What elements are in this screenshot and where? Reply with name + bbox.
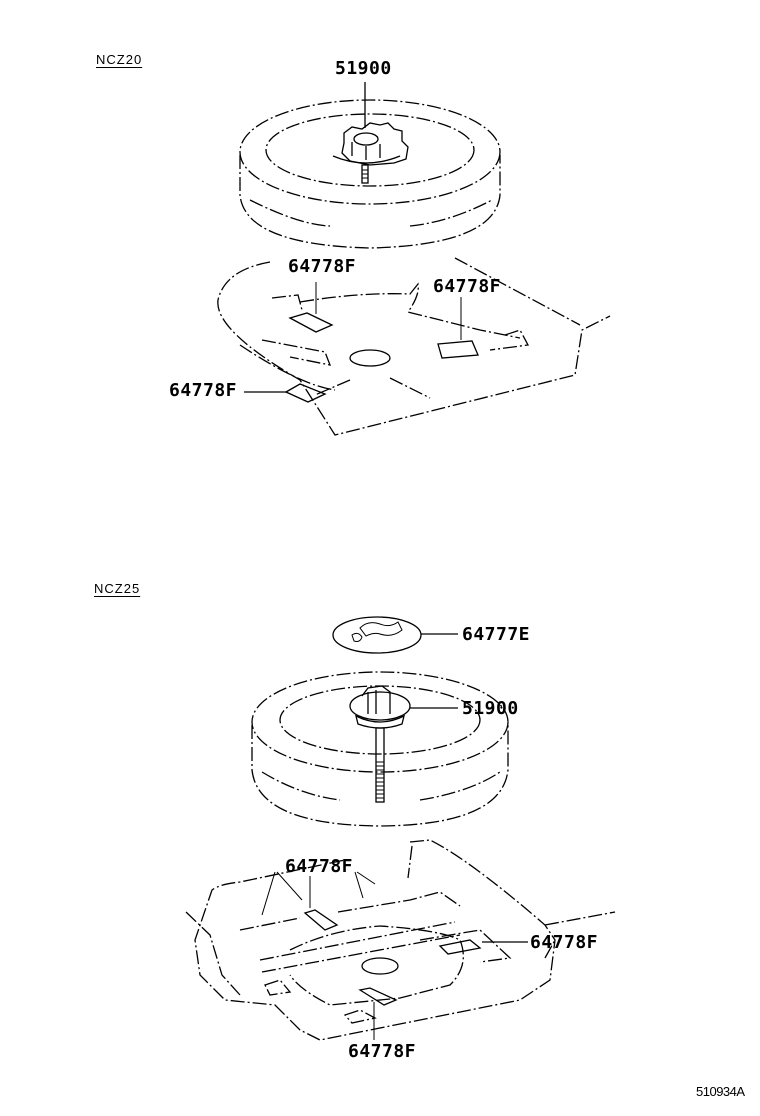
ncz25-floor-tray bbox=[185, 839, 616, 1041]
part-label-64778f-left-ncz20[interactable]: 64778F bbox=[169, 380, 238, 401]
ncz20-clamp-knob bbox=[332, 82, 409, 184]
ncz20-floor-tray bbox=[217, 257, 611, 436]
ncz20-pads bbox=[244, 282, 479, 403]
part-label-64777e-ncz25[interactable]: 64777E bbox=[462, 624, 531, 645]
part-label-64778f-bottom-ncz25[interactable]: 64778F bbox=[348, 1041, 417, 1062]
part-label-51900-ncz25[interactable]: 51900 bbox=[462, 698, 519, 719]
diagram-reference-code: 510934A bbox=[696, 1084, 745, 1099]
part-label-51900-ncz20[interactable]: 51900 bbox=[335, 58, 392, 79]
ncz25-clamp-bolt bbox=[349, 685, 458, 803]
model-label-ncz25: NCZ25 bbox=[94, 581, 141, 596]
ncz20-spare-tire bbox=[239, 99, 501, 249]
model-label-ncz20: NCZ20 bbox=[96, 52, 143, 67]
ncz25-spare-tire bbox=[251, 671, 509, 827]
ncz25-label-plate bbox=[332, 616, 458, 654]
part-label-64778f-left-ncz25[interactable]: 64778F bbox=[285, 856, 354, 877]
part-label-64778f-right-ncz20[interactable]: 64778F bbox=[433, 276, 502, 297]
ncz25-pads bbox=[261, 871, 528, 1040]
part-label-64778f-right-ncz25[interactable]: 64778F bbox=[530, 932, 599, 953]
part-label-64778f-top-ncz20[interactable]: 64778F bbox=[288, 256, 357, 277]
